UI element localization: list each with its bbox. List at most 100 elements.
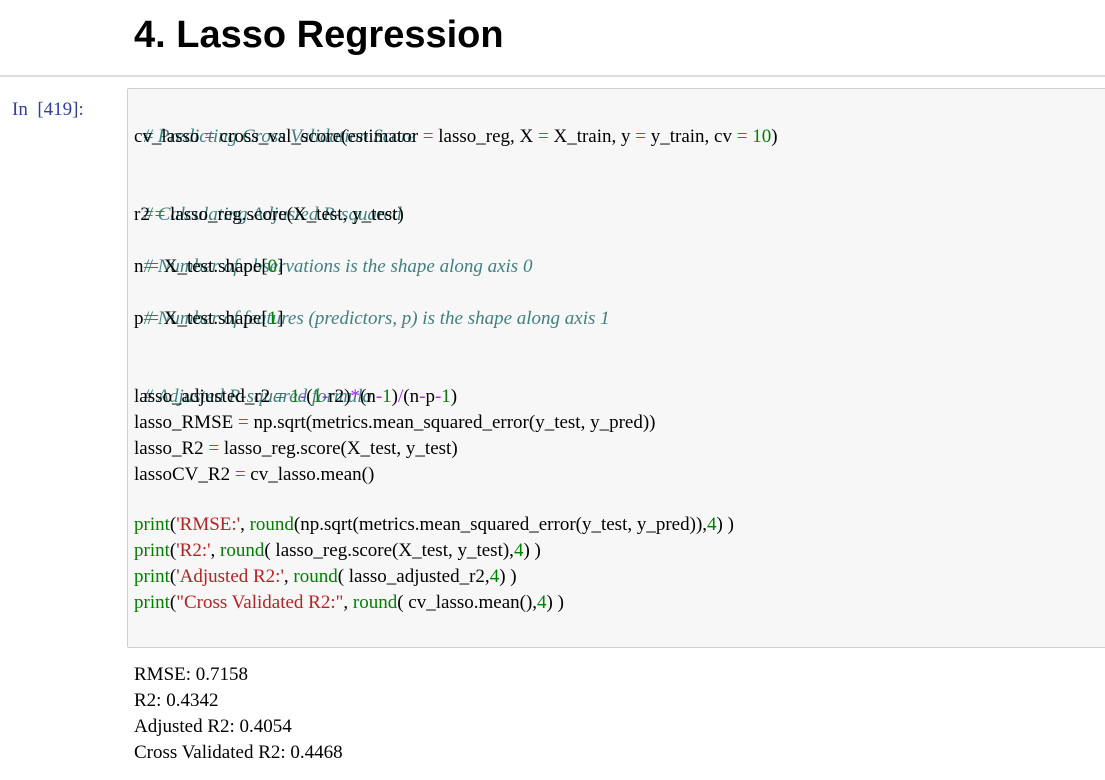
code-number: 1 xyxy=(290,386,300,407)
code-token: p xyxy=(134,308,149,329)
code-token: ) ) xyxy=(499,566,517,587)
code-token: n xyxy=(134,256,149,277)
code-operator: = xyxy=(154,204,166,225)
code-token: X_test.shape[ xyxy=(158,256,268,277)
cell-input-prompt: In [419]: xyxy=(12,99,84,120)
code-line-5: # Number of observations is the shape al… xyxy=(134,228,533,280)
code-token: (n xyxy=(360,386,376,407)
code-line-3: # Calculating Adjusted R-squared xyxy=(134,176,402,228)
code-number: 4 xyxy=(513,540,524,561)
code-token: , xyxy=(210,540,221,561)
code-token: X_train, y xyxy=(548,126,636,147)
code-builtin: round xyxy=(352,592,398,613)
code-token: ( xyxy=(169,540,177,561)
code-token: (np.sqrt(metrics.mean_squared_error(y_te… xyxy=(293,514,708,535)
code-line-17: print("Cross Validated R2:", round( cv_l… xyxy=(134,590,564,616)
code-line-12: lasso_R2 = lasso_reg.score(X_test, y_tes… xyxy=(134,436,458,462)
code-token: lassoCV_R2 xyxy=(134,464,235,485)
code-token: lasso_adjusted_r2 xyxy=(134,386,275,407)
code-operator: = xyxy=(274,386,286,407)
code-token: ) ) xyxy=(523,540,541,561)
code-operator: * xyxy=(350,386,361,407)
code-number: 1 xyxy=(312,386,323,407)
code-token: , xyxy=(343,592,353,613)
code-operator: - xyxy=(299,386,307,407)
code-token: np.sqrt(metrics.mean_squared_error(y_tes… xyxy=(248,412,656,433)
code-token: lasso_reg.score(X_test, y_test) xyxy=(219,438,458,459)
code-operator: = xyxy=(422,126,434,147)
code-token: ] xyxy=(277,308,284,329)
code-line-16: print('Adjusted R2:', round( lasso_adjus… xyxy=(134,564,517,590)
code-line-10: lasso_adjusted_r2 = 1-(1-r2)*(n-1)/(n-p-… xyxy=(134,384,457,410)
code-number: 0 xyxy=(267,256,278,277)
code-operator: = xyxy=(148,308,159,329)
output-line-r2: R2: 0.4342 xyxy=(134,690,219,711)
code-token: r2) xyxy=(328,386,351,407)
code-token: y_train, cv xyxy=(645,126,737,147)
code-operator: = xyxy=(736,126,748,147)
section-heading: 4. Lasso Regression xyxy=(134,14,504,56)
code-line-15: print('R2:', round( lasso_reg.score(X_te… xyxy=(134,538,541,564)
code-token: ( lasso_adjusted_r2, xyxy=(337,566,490,587)
code-number: 1 xyxy=(382,386,392,407)
code-number: 1 xyxy=(267,308,278,329)
code-comment: # Number of observations is the shape al… xyxy=(143,256,533,277)
code-builtin: round xyxy=(220,540,265,561)
code-operator: - xyxy=(419,386,426,407)
code-token: X_test.shape[ xyxy=(158,308,268,329)
code-line-7: # Number of features (predictors, p) is … xyxy=(134,280,610,332)
code-builtin: print xyxy=(134,592,170,613)
code-token: lasso_reg.score(X_test, y_test) xyxy=(165,204,404,225)
code-token: cross_val_score(estimator xyxy=(214,126,423,147)
code-token: ( lasso_reg.score(X_test, y_test), xyxy=(264,540,514,561)
code-line-2: cv_lasso = cross_val_score(estimator = l… xyxy=(134,124,778,150)
output-line-rmse: RMSE: 0.7158 xyxy=(134,664,249,685)
code-string: 'R2:' xyxy=(176,540,211,561)
code-comment: # Number of features (predictors, p) is … xyxy=(143,308,610,329)
code-builtin: print xyxy=(134,514,170,535)
code-token: ) ) xyxy=(716,514,734,535)
code-string: 'RMSE:' xyxy=(176,514,241,535)
code-operator: = xyxy=(635,126,646,147)
code-line-9: # Adjusted R-squared formula xyxy=(134,358,373,410)
code-token: , xyxy=(283,566,294,587)
code-token: ) ) xyxy=(546,592,564,613)
code-line-4: r2 = lasso_reg.score(X_test, y_test) xyxy=(134,202,404,228)
code-builtin: round xyxy=(293,566,338,587)
code-token: lasso_RMSE xyxy=(134,412,238,433)
code-line-6: n = X_test.shape[0] xyxy=(134,254,284,280)
code-number: 1 xyxy=(441,386,451,407)
code-token: p xyxy=(425,386,435,407)
code-token: cv_lasso.mean() xyxy=(245,464,375,485)
code-operator: = xyxy=(234,464,246,485)
code-comment: # Predicting Cross Validation Score xyxy=(143,126,416,147)
heading-divider xyxy=(0,75,1105,77)
code-operator: = xyxy=(538,126,549,147)
code-token: ( xyxy=(306,386,313,407)
code-comment: # Calculating Adjusted R-squared xyxy=(143,204,402,225)
code-line-11: lasso_RMSE = np.sqrt(metrics.mean_square… xyxy=(134,410,656,436)
code-number: 4 xyxy=(707,514,717,535)
code-line-8: p = X_test.shape[1] xyxy=(134,306,284,332)
code-operator: - xyxy=(322,386,329,407)
code-operator: - xyxy=(375,386,383,407)
code-operator: = xyxy=(148,256,159,277)
code-token: r2 xyxy=(134,204,155,225)
code-number: 10 xyxy=(752,126,772,147)
code-operator: - xyxy=(434,386,442,407)
code-cell-input-area[interactable] xyxy=(127,88,1105,648)
code-builtin: print xyxy=(134,566,170,587)
output-line-cv-r2: Cross Validated R2: 0.4468 xyxy=(134,742,343,763)
code-token: ( cv_lasso.mean(), xyxy=(397,592,538,613)
code-operator: = xyxy=(238,412,249,433)
code-string: "Cross Validated R2:" xyxy=(176,592,344,613)
code-token: ( xyxy=(169,514,177,535)
code-token: lasso_R2 xyxy=(134,438,209,459)
code-token: lasso_reg, X xyxy=(433,126,538,147)
code-string: 'Adjusted R2:' xyxy=(176,566,284,587)
code-line-14: print('RMSE:', round(np.sqrt(metrics.mea… xyxy=(134,512,734,538)
code-operator: = xyxy=(208,438,220,459)
code-token: ( xyxy=(169,566,177,587)
code-token: ) xyxy=(391,386,398,407)
code-token: cv_lasso xyxy=(134,126,205,147)
